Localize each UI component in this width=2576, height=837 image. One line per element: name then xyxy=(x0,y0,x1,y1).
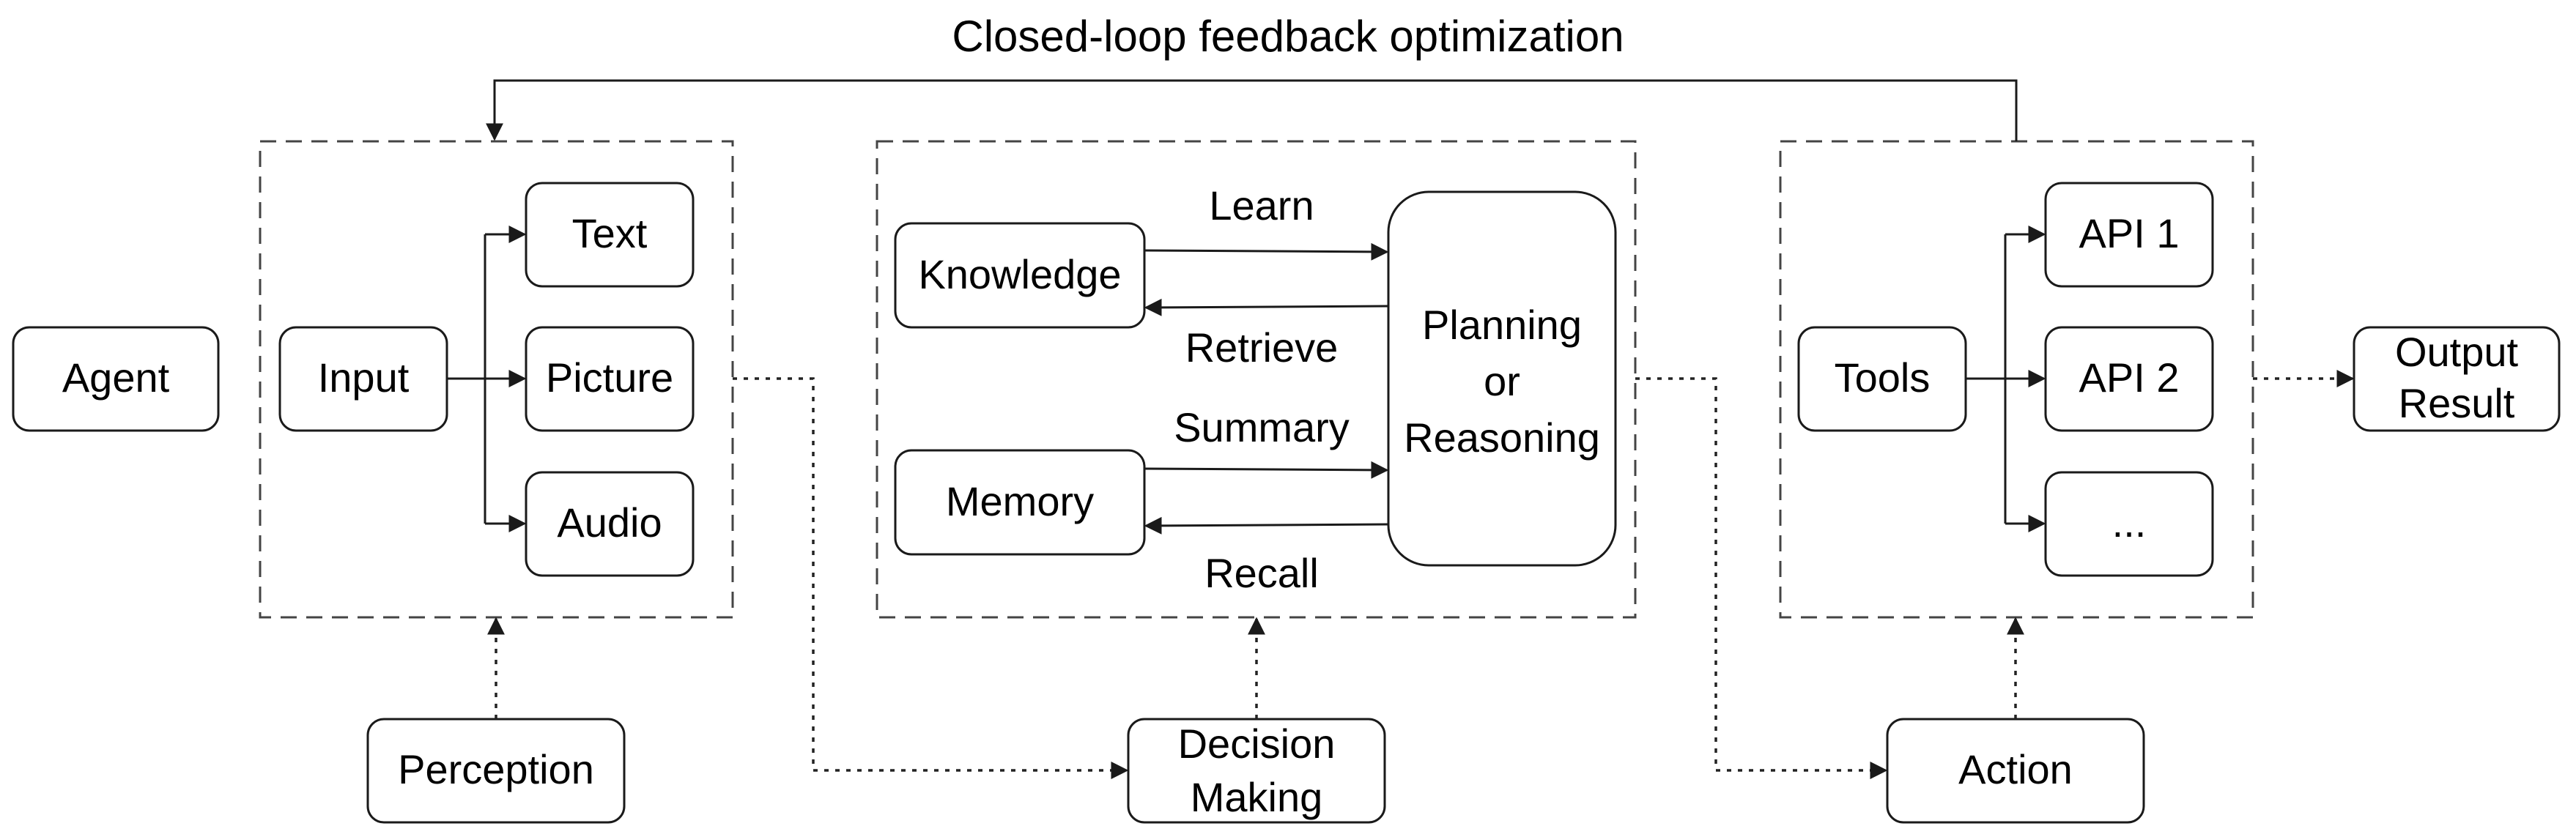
agent-label: Agent xyxy=(62,354,170,401)
more-apis-label: ... xyxy=(2112,499,2147,546)
planning-reasoning-node: Planning or Reasoning xyxy=(1387,190,1617,567)
action-label: Action xyxy=(1958,746,2073,792)
input-node: Input xyxy=(278,326,448,432)
agent-node: Agent xyxy=(12,326,220,432)
tools-node: Tools xyxy=(1797,326,1967,432)
audio-node: Audio xyxy=(525,471,695,577)
retrieve-label: Retrieve xyxy=(1185,324,1339,371)
picture-node: Picture xyxy=(525,326,695,432)
planning-label-line1: Planning xyxy=(1422,302,1582,348)
more-apis-node: ... xyxy=(2044,471,2214,577)
decision-making-node: Decision Making xyxy=(1127,718,1386,824)
decision-label-line2: Making xyxy=(1191,774,1323,820)
decision-group-to-action-arrow xyxy=(1635,377,1888,779)
decision-group xyxy=(876,140,1637,619)
text-node: Text xyxy=(525,182,695,288)
perception-label: Perception xyxy=(398,746,594,792)
knowledge-node: Knowledge xyxy=(894,222,1146,329)
summary-arrow xyxy=(1144,461,1389,479)
api1-label: API 1 xyxy=(2079,210,2180,256)
learn-label: Learn xyxy=(1209,182,1314,228)
memory-label: Memory xyxy=(946,478,1094,524)
api2-node: API 2 xyxy=(2044,326,2214,432)
summary-label: Summary xyxy=(1174,404,1350,450)
planning-label-line2: or xyxy=(1484,358,1520,404)
learn-arrow xyxy=(1144,242,1389,261)
output-label-line1: Output xyxy=(2395,329,2519,375)
knowledge-label: Knowledge xyxy=(918,251,1121,297)
retrieve-arrow xyxy=(1144,298,1389,316)
output-result-node: Output Result xyxy=(2353,326,2561,432)
planning-label-line3: Reasoning xyxy=(1404,414,1600,461)
action-node: Action xyxy=(1886,718,2145,824)
output-label-line2: Result xyxy=(2399,380,2515,426)
perception-node: Perception xyxy=(366,718,626,824)
memory-node: Memory xyxy=(894,449,1146,556)
diagram-title: Closed-loop feedback optimization xyxy=(952,12,1624,61)
feedback-loop-arrow xyxy=(486,79,2018,141)
audio-label: Audio xyxy=(557,499,662,546)
api2-label: API 2 xyxy=(2079,354,2180,401)
decision-label-line1: Decision xyxy=(1178,721,1336,767)
api1-node: API 1 xyxy=(2044,182,2214,288)
text-label: Text xyxy=(572,210,648,256)
perception-group-to-decision-arrow xyxy=(733,377,1129,779)
recall-label: Recall xyxy=(1204,550,1319,596)
input-label: Input xyxy=(318,354,410,401)
recall-arrow xyxy=(1144,516,1389,535)
picture-label: Picture xyxy=(546,354,673,401)
tools-label: Tools xyxy=(1835,354,1931,401)
